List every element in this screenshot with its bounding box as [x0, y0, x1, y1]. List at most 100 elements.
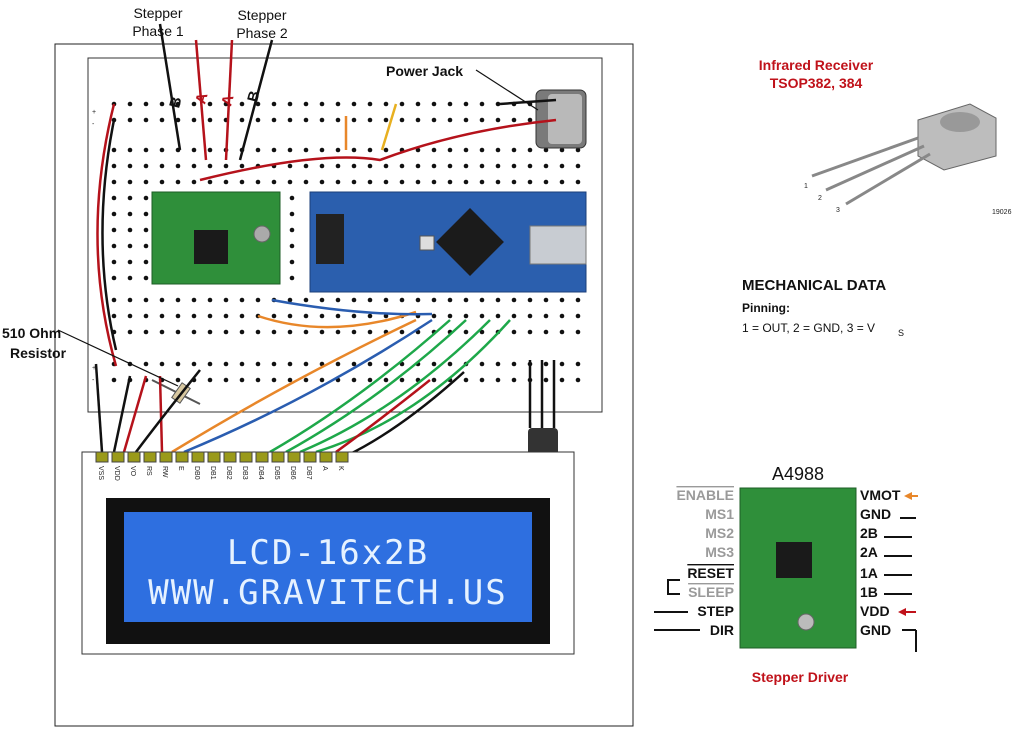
breadboard-hole: [319, 313, 325, 319]
breadboard-hole: [223, 179, 229, 185]
breadboard-hole: [335, 179, 341, 185]
breadboard-hole: [143, 147, 149, 153]
breadboard-hole: [271, 179, 277, 185]
breadboard-hole: [255, 101, 261, 107]
breadboard-hole: [447, 297, 453, 303]
arduino-nano: [309, 191, 587, 293]
lcd-pin: [127, 451, 141, 463]
breadboard-hole: [207, 329, 213, 335]
breadboard-hole: [175, 377, 181, 383]
breadboard-hole: [303, 329, 309, 335]
breadboard-hole: [367, 297, 373, 303]
breadboard-hole: [575, 163, 581, 169]
breadboard-hole: [287, 297, 293, 303]
breadboard-hole: [367, 147, 373, 153]
wire-label-b1: B: [166, 95, 185, 110]
breadboard-hole: [159, 179, 165, 185]
breadboard-hole: [207, 377, 213, 383]
breadboard-hole: [463, 101, 469, 107]
ir-code: 19026: [992, 209, 1012, 216]
breadboard-holes: [111, 101, 581, 383]
breadboard-hole: [127, 297, 133, 303]
breadboard-hole: [111, 313, 117, 319]
breadboard-hole: [271, 361, 277, 367]
lcd-pin-label: DB1: [209, 466, 216, 480]
rail-plus-top: +: [92, 109, 96, 116]
lcd-pin: [255, 451, 269, 463]
breadboard-hole: [335, 101, 341, 107]
breadboard-hole: [319, 297, 325, 303]
breadboard-hole: [543, 313, 549, 319]
lcd-pin-label: DB5: [273, 466, 280, 480]
lcd-pin-label: DB4: [257, 466, 264, 480]
breadboard-hole: [479, 117, 485, 123]
breadboard-hole: [351, 117, 357, 123]
breadboard-hole: [191, 297, 197, 303]
breadboard-hole: [111, 259, 117, 265]
breadboard-hole: [559, 163, 565, 169]
breadboard-hole: [463, 117, 469, 123]
breadboard-hole: [191, 361, 197, 367]
breadboard-hole: [351, 179, 357, 185]
breadboard-hole: [271, 313, 277, 319]
breadboard-hole: [255, 329, 261, 335]
breadboard-hole: [287, 101, 293, 107]
wire-label-a1: A: [192, 91, 211, 106]
breadboard-hole: [399, 329, 405, 335]
breadboard-hole: [303, 179, 309, 185]
breadboard-hole: [415, 117, 421, 123]
breadboard-hole: [575, 313, 581, 319]
breadboard-hole: [207, 297, 213, 303]
a4988-pin-ms1: MS1: [705, 506, 734, 522]
breadboard-hole: [319, 179, 325, 185]
breadboard-hole: [383, 313, 389, 319]
breadboard-hole: [431, 117, 437, 123]
breadboard-hole: [127, 243, 133, 249]
breadboard-hole: [271, 147, 277, 153]
breadboard-hole: [399, 377, 405, 383]
breadboard-hole: [303, 101, 309, 107]
breadboard-hole: [351, 163, 357, 169]
lcd-pin-label: RW: [161, 466, 168, 478]
breadboard-hole: [351, 329, 357, 335]
breadboard-hole: [127, 329, 133, 335]
breadboard-hole: [463, 297, 469, 303]
breadboard-hole: [351, 313, 357, 319]
breadboard-hole: [127, 101, 133, 107]
breadboard-hole: [559, 147, 565, 153]
breadboard-hole: [289, 211, 295, 217]
breadboard-hole: [431, 101, 437, 107]
breadboard-hole: [239, 117, 245, 123]
breadboard-hole: [175, 361, 181, 367]
breadboard-stepper-driver: [151, 191, 281, 285]
a4988-title: A4988: [772, 464, 824, 484]
breadboard-hole: [479, 297, 485, 303]
a4988-pin-lines: [654, 517, 917, 652]
ir-pin-1: 1: [804, 183, 808, 190]
breadboard-hole: [335, 329, 341, 335]
lcd-pin: [223, 451, 237, 463]
breadboard-hole: [511, 377, 517, 383]
stepper-phase-1-label-a: Stepper: [133, 5, 182, 21]
breadboard-hole: [543, 163, 549, 169]
breadboard-hole: [351, 377, 357, 383]
breadboard-hole: [559, 377, 565, 383]
breadboard-hole: [191, 329, 197, 335]
breadboard-hole: [479, 179, 485, 185]
lcd-pin: [95, 451, 109, 463]
breadboard-hole: [367, 377, 373, 383]
breadboard-hole: [479, 313, 485, 319]
breadboard-hole: [463, 163, 469, 169]
breadboard-hole: [303, 297, 309, 303]
breadboard-hole: [479, 361, 485, 367]
breadboard-hole: [383, 179, 389, 185]
ir-title-1: Infrared Receiver: [759, 57, 874, 73]
breadboard-hole: [207, 101, 213, 107]
breadboard-hole: [175, 117, 181, 123]
breadboard-hole: [207, 179, 213, 185]
breadboard-hole: [495, 361, 501, 367]
breadboard-hole: [479, 101, 485, 107]
breadboard-hole: [143, 297, 149, 303]
